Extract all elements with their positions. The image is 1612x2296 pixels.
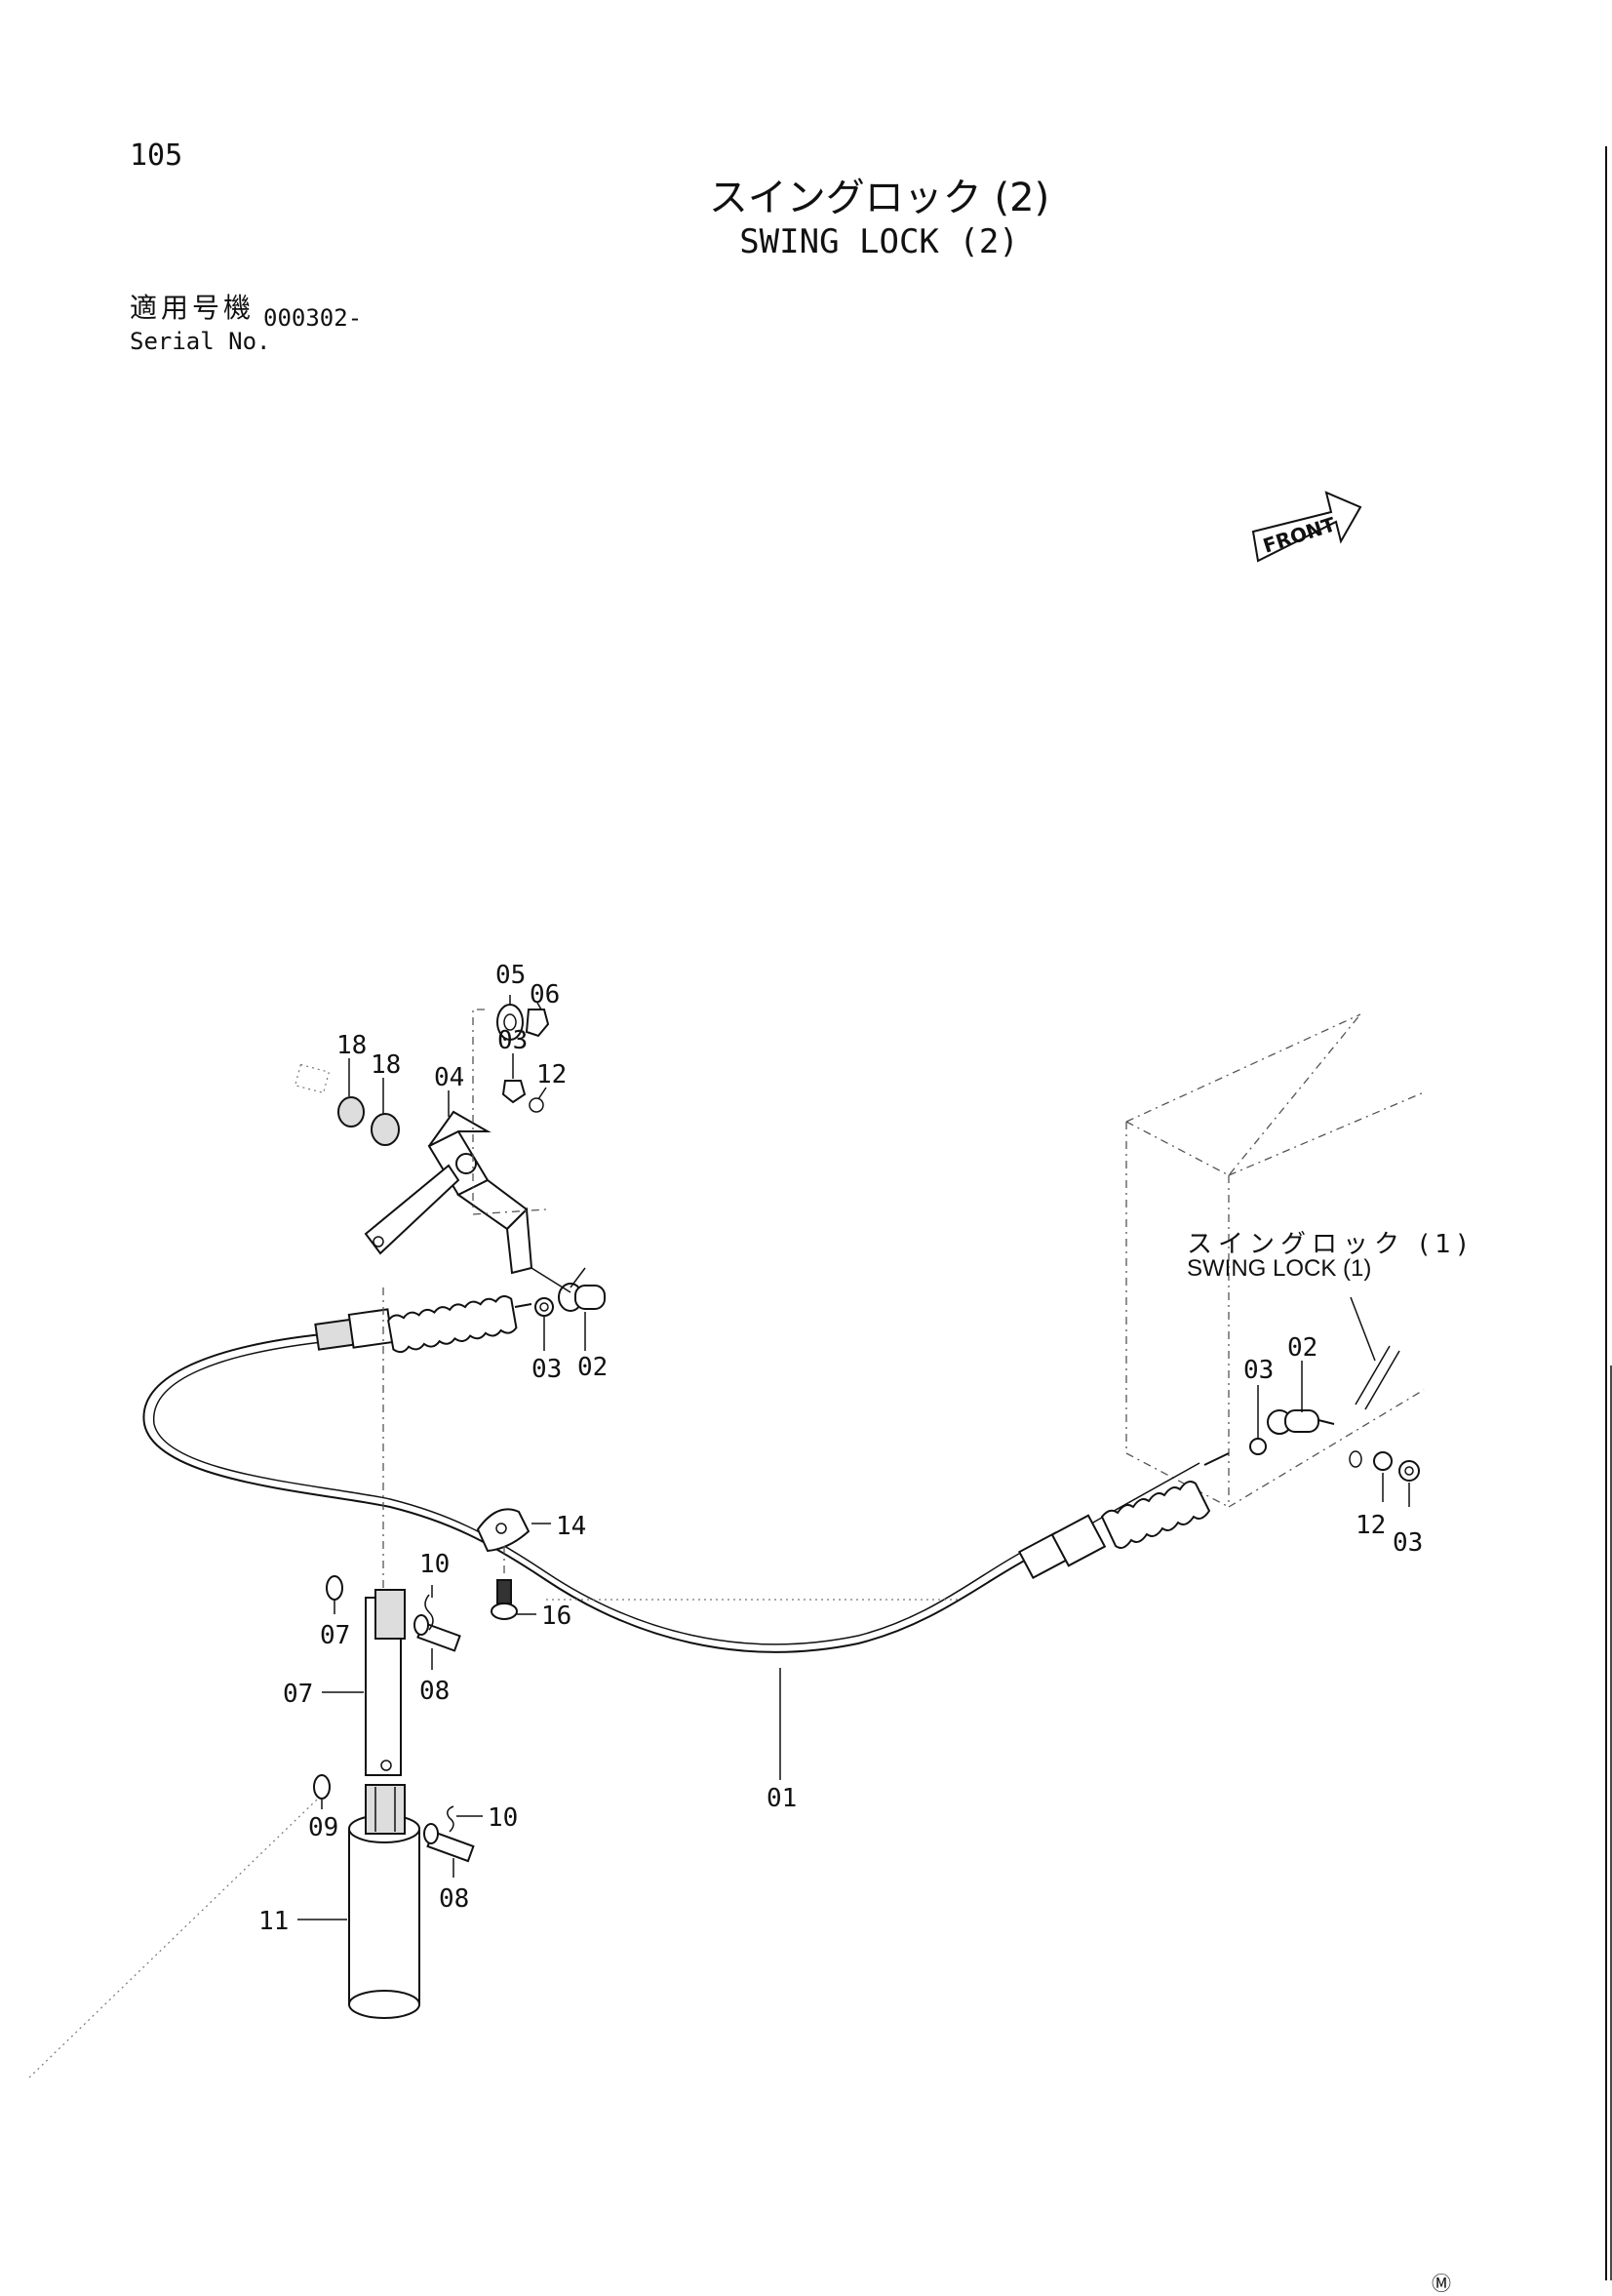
cotter-pin-10-upper bbox=[424, 1594, 434, 1631]
washer-09-lower bbox=[313, 1774, 331, 1800]
label-18-b: 18 bbox=[371, 1050, 401, 1080]
serial-label-japanese: 適用号機 bbox=[130, 292, 256, 324]
footer-m-mark: Ⓜ bbox=[1432, 2272, 1451, 2295]
bushings-18 bbox=[294, 1063, 400, 1146]
label-07-visible: 07 bbox=[283, 1680, 313, 1709]
label-06: 06 bbox=[530, 980, 560, 1009]
page-title-english: SWING LOCK (2) bbox=[739, 222, 1019, 261]
label-01: 01 bbox=[767, 1784, 797, 1813]
label-11: 11 bbox=[258, 1907, 289, 1936]
serial-number-value: 000302- bbox=[263, 304, 363, 332]
bracket-bolt-leader bbox=[472, 1009, 485, 1209]
label-09-upper: 07 bbox=[320, 1621, 350, 1650]
label-18-a: 18 bbox=[336, 1031, 367, 1060]
bracket-bolt-axis bbox=[472, 1208, 547, 1215]
control-cable-01 bbox=[142, 1333, 1200, 1653]
label-02-lower: 02 bbox=[1287, 1333, 1317, 1363]
lower-cable-end bbox=[1017, 1409, 1420, 1579]
phantom-line-left bbox=[28, 1799, 318, 2078]
serial-label-english: Serial No. bbox=[130, 328, 271, 355]
washer-nut-05-06 bbox=[496, 1004, 550, 1041]
label-16: 16 bbox=[541, 1602, 571, 1631]
leader-lines bbox=[297, 995, 1410, 1920]
page-title-japanese: スイングロック (2) bbox=[708, 176, 1050, 220]
page-number: 105 bbox=[130, 139, 183, 173]
pin-08-upper bbox=[413, 1614, 461, 1652]
washer-09-upper bbox=[326, 1575, 343, 1601]
label-05: 05 bbox=[495, 961, 526, 990]
label-03-upper: 03 bbox=[497, 1026, 528, 1055]
label-10-upper: 10 bbox=[419, 1550, 450, 1579]
cotter-pin-10-lower bbox=[447, 1805, 454, 1833]
upper-cable-end bbox=[314, 1267, 606, 1354]
label-03-cable-upper: 03 bbox=[531, 1355, 562, 1384]
lever-07 bbox=[365, 1589, 406, 1776]
pin-08-lower bbox=[423, 1823, 475, 1863]
front-arrow-icon: FRONT bbox=[1251, 491, 1362, 563]
label-04: 04 bbox=[434, 1063, 464, 1092]
lock-cylinder-11 bbox=[348, 1784, 420, 2019]
label-08-lower: 08 bbox=[439, 1884, 469, 1914]
label-08-upper: 08 bbox=[419, 1677, 450, 1706]
reference-title-english: SWING LOCK (1) bbox=[1187, 1255, 1372, 1282]
label-10-lower: 10 bbox=[488, 1803, 518, 1833]
label-12-lower: 12 bbox=[1356, 1511, 1386, 1540]
label-12-upper: 12 bbox=[536, 1060, 567, 1089]
label-09-lower: 09 bbox=[308, 1813, 338, 1842]
label-03-lower-right: 03 bbox=[1393, 1528, 1423, 1558]
bolt-16 bbox=[491, 1579, 518, 1620]
swing-lock-housing bbox=[1125, 1013, 1425, 1508]
clamp-14 bbox=[476, 1508, 531, 1553]
label-02-cable-upper: 02 bbox=[577, 1353, 608, 1382]
nut-03-washer-12-upper bbox=[501, 1080, 544, 1113]
reference-title-japanese: スイングロック (1) bbox=[1187, 1230, 1474, 1259]
label-14: 14 bbox=[556, 1512, 586, 1541]
label-03-lower: 03 bbox=[1243, 1356, 1274, 1385]
